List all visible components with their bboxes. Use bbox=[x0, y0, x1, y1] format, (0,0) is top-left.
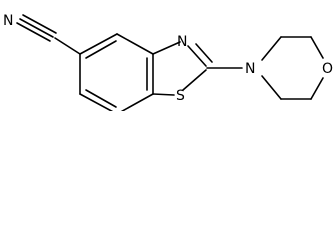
nitrile-group bbox=[16, 14, 57, 42]
nitrile-n-label: N bbox=[3, 13, 13, 29]
morpholine-o-label: O bbox=[322, 61, 333, 77]
c-cn-bond bbox=[54, 37, 81, 55]
morpholine-n-label: N bbox=[245, 61, 255, 77]
thiazole-n-label: N bbox=[177, 34, 187, 50]
molecule-structure: N N S N O bbox=[3, 13, 333, 111]
morpholine-ring bbox=[261, 36, 324, 100]
thiazole-s-label: S bbox=[176, 88, 185, 104]
thiazole-ring bbox=[152, 41, 213, 96]
benzene-ring bbox=[79, 33, 154, 111]
structure-canvas: N N S N O bbox=[0, 0, 336, 111]
